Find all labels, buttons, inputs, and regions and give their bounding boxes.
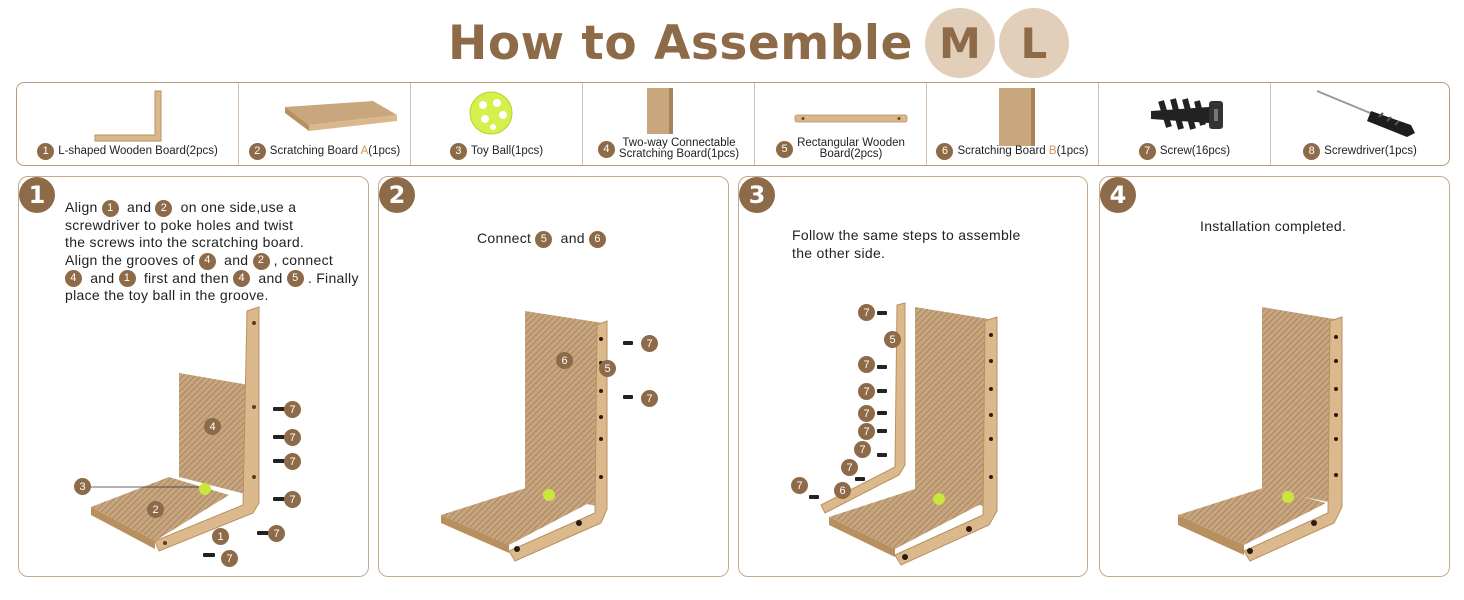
finished-product-illustration	[1178, 307, 1343, 562]
board-b-illustration	[999, 88, 1035, 146]
step-number: 1	[19, 177, 55, 213]
step-instructions: Installation completed.	[1200, 218, 1347, 234]
part-l-shaped-board: 1 L-shaped Wooden Board(2pcs)	[17, 83, 239, 165]
step-instructions: Connect 5 and 6	[477, 230, 610, 248]
inline-part-number: 2	[155, 199, 173, 217]
part-scratching-board-a: 2 Scratching Board A(1pcs)	[239, 83, 411, 165]
callout-part-4: 4	[204, 418, 221, 435]
callout-screw: 7	[641, 390, 658, 407]
step-instructions: Follow the same steps to assemble the ot…	[792, 227, 1021, 261]
page-title: How to Assemble	[448, 15, 913, 71]
callout-screw: 7	[284, 429, 301, 446]
callout-screw: 7	[284, 401, 301, 418]
inline-part-number: 4	[198, 252, 216, 270]
screw-illustration	[1151, 98, 1223, 130]
l-board-illustration	[94, 90, 162, 142]
callout-screw: 7	[858, 405, 875, 422]
callout-part-2: 2	[147, 501, 164, 518]
inline-part-number: 5	[286, 270, 304, 288]
part-label-line2: Scratching Board(1pcs)	[618, 148, 740, 160]
parts-list: 1 L-shaped Wooden Board(2pcs) 2 Scratchi…	[16, 82, 1450, 166]
board-a-illustration	[285, 101, 397, 131]
callout-screw: 7	[284, 491, 301, 508]
toy-ball-illustration	[469, 91, 513, 135]
callout-screw: 7	[858, 383, 875, 400]
step-3-illustration	[809, 302, 998, 566]
callout-part-5: 5	[884, 331, 901, 348]
title-row: How to Assemble M L	[448, 8, 1069, 78]
part-screwdriver: 8 Screwdriver(1pcs)	[1271, 83, 1449, 165]
step-panel-4: 4 Installation completed.	[1099, 176, 1450, 577]
part-number: 4	[597, 140, 615, 158]
two-way-board-illustration	[647, 88, 673, 134]
part-label: Screwdriver(1pcs)	[1324, 145, 1417, 157]
callout-part-1: 1	[212, 528, 229, 545]
size-l-badge: L	[998, 8, 1069, 78]
size-m-badge: M	[924, 8, 995, 78]
callout-screw: 7	[841, 459, 858, 476]
step-instructions: Align 1 and 2 on one side,use a screwdri…	[65, 199, 359, 304]
callout-part-6: 6	[834, 482, 851, 499]
part-scratching-board-b: 6 Scratching Board B(1pcs)	[927, 83, 1099, 165]
inline-part-number: 5	[535, 230, 553, 248]
inline-part-number: 1	[118, 270, 136, 288]
part-number: 6	[936, 143, 954, 160]
part-screw: 7 Screw(16pcs)	[1099, 83, 1271, 165]
step-panel-3: 3 Follow the same steps to assemble the …	[738, 176, 1088, 577]
part-label-line2: Board(2pcs)	[819, 148, 883, 160]
inline-part-number: 1	[101, 199, 119, 217]
callout-screw: 7	[858, 423, 875, 440]
part-label: Toy Ball(1pcs)	[470, 145, 544, 157]
step-number: 2	[379, 177, 415, 213]
screwdriver-illustration	[1316, 90, 1415, 137]
callout-screw: 7	[268, 525, 285, 542]
part-label-line1: Rectangular Wooden	[797, 137, 905, 149]
inline-part-number: 4	[233, 270, 251, 288]
part-number: 8	[1303, 143, 1321, 160]
part-label: Scratching Board	[269, 145, 361, 157]
step-2-illustration	[441, 311, 633, 562]
rect-board-illustration	[794, 114, 908, 123]
callout-screw: 7	[284, 453, 301, 470]
part-number: 1	[37, 143, 55, 160]
part-label-accent: A	[360, 145, 369, 157]
inline-part-number: 6	[589, 230, 607, 248]
inline-part-number: 4	[65, 270, 82, 288]
step-number: 4	[1100, 177, 1136, 213]
part-number: 5	[776, 140, 794, 158]
part-label-suffix: (1pcs)	[368, 145, 401, 157]
callout-screw: 7	[641, 335, 658, 352]
part-number: 2	[248, 143, 266, 160]
callout-part-6: 6	[556, 352, 573, 369]
inline-part-number: 2	[252, 252, 270, 270]
part-label-accent: B	[1048, 145, 1057, 157]
step-number: 3	[739, 177, 775, 213]
part-label-line1: Two-way Connectable	[622, 137, 736, 149]
step-panel-2: 2 Connect 5 and 6 6 5 7 7	[378, 176, 729, 577]
step-panel-1: 1 Align 1 and 2 on one side,use a screwd…	[18, 176, 369, 577]
callout-screw: 7	[221, 550, 238, 567]
callout-screw: 7	[858, 304, 875, 321]
callout-screw: 7	[858, 356, 875, 373]
callout-screw: 7	[854, 441, 871, 458]
part-number: 7	[1138, 143, 1156, 160]
callout-part-3: 3	[74, 478, 91, 495]
callout-screw: 7	[791, 477, 808, 494]
part-label: L-shaped Wooden Board(2pcs)	[58, 145, 218, 157]
part-label-suffix: (1pcs)	[1056, 145, 1089, 157]
part-label: Screw(16pcs)	[1159, 145, 1231, 157]
part-toy-ball: 3 Toy Ball(1pcs)	[411, 83, 583, 165]
callout-part-5: 5	[599, 360, 616, 377]
part-label: Scratching Board	[957, 145, 1049, 157]
step-1-illustration	[91, 306, 285, 557]
part-number: 3	[449, 143, 467, 160]
